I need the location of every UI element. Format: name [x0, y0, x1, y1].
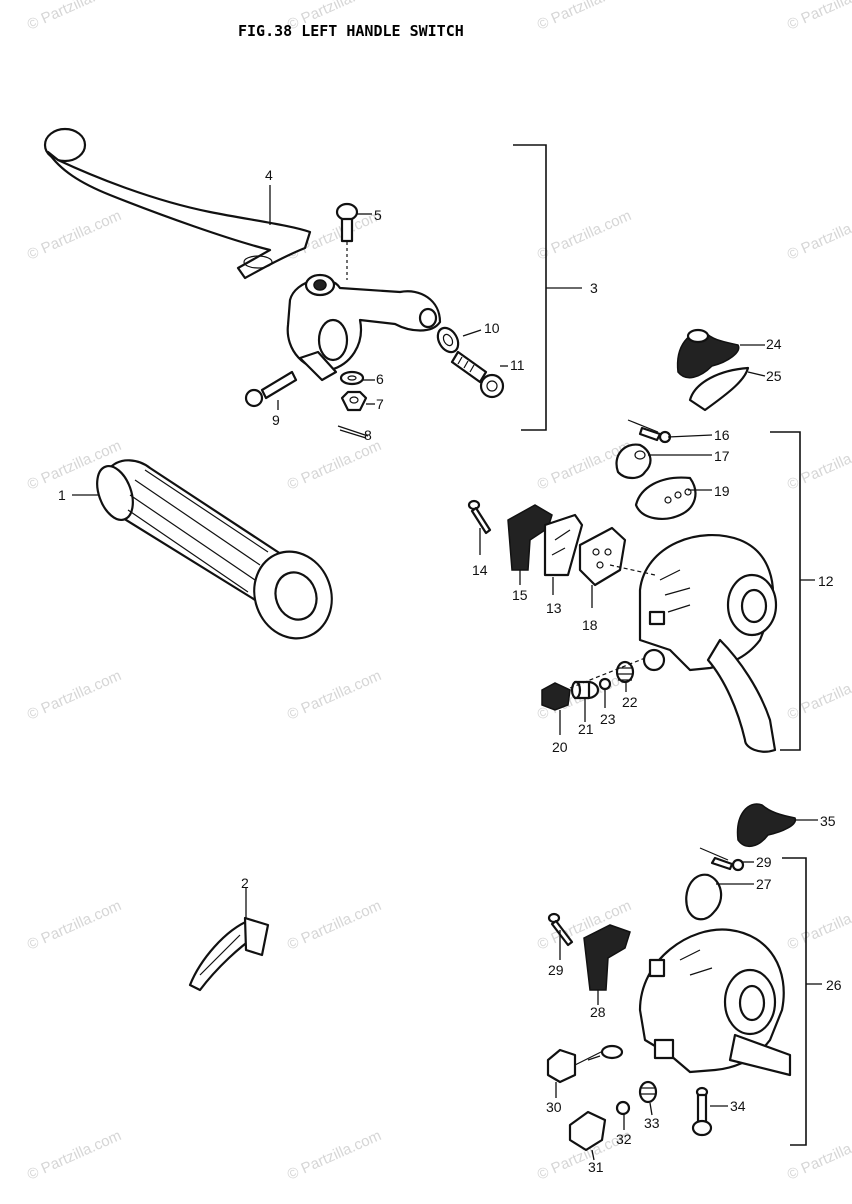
figure-title: FIG.38 LEFT HANDLE SWITCH	[238, 22, 464, 40]
part-label-34: 34	[730, 1098, 746, 1114]
watermark-text: © Partzilla.com	[25, 0, 124, 34]
switch-plate-19	[634, 476, 697, 520]
clutch-lever	[43, 127, 312, 280]
part-label-4: 4	[265, 167, 273, 183]
screw-34	[691, 1086, 713, 1137]
spring-22	[615, 660, 635, 684]
watermark-text: © Partzilla.com	[785, 437, 852, 494]
part-label-29: 29	[756, 854, 772, 870]
part-label-23: 23	[600, 711, 616, 727]
part-label-13: 13	[546, 600, 562, 616]
washer-6	[339, 370, 365, 386]
part-label-21: 21	[578, 721, 594, 737]
washer-10	[436, 326, 460, 354]
ball-23	[598, 677, 612, 691]
part-label-7: 7	[376, 396, 384, 412]
switch-30	[546, 1044, 624, 1084]
part-label-29: 29	[548, 962, 564, 978]
nut-7	[340, 390, 368, 412]
watermark-text: © Partzilla.com	[285, 437, 384, 494]
part-label-15: 15	[512, 587, 528, 603]
leader-lines	[72, 185, 818, 1161]
part-label-32: 32	[616, 1131, 632, 1147]
part-label-9: 9	[272, 412, 280, 428]
part-label-5: 5	[374, 207, 382, 223]
pivot-bolt	[335, 202, 359, 280]
part-label-12: 12	[818, 573, 834, 589]
part-label-8: 8	[364, 427, 372, 443]
bracket-assembly-26	[782, 857, 822, 1146]
part-label-3: 3	[590, 280, 598, 296]
switch-knob-24	[676, 328, 740, 379]
part-label-10: 10	[484, 320, 500, 336]
bracket-assembly-3	[513, 144, 582, 431]
adjuster-bolt	[450, 350, 505, 399]
switch-housing-26	[638, 928, 792, 1077]
part-label-26: 26	[826, 977, 842, 993]
watermark-text: © Partzilla.com	[785, 207, 852, 264]
part-number-labels: 1234567891011121314151617181920212223242…	[58, 167, 842, 1175]
cotter-pin-8	[337, 425, 369, 439]
watermark-text: © Partzilla.com	[25, 207, 124, 264]
watermark-text: © Partzilla.com	[785, 0, 852, 34]
ball-32	[615, 1100, 631, 1116]
part-label-14: 14	[472, 562, 488, 578]
part-label-2: 2	[241, 875, 249, 891]
watermark-text: © Partzilla.com	[285, 667, 384, 724]
cable-clamp	[188, 916, 270, 992]
switch-cover-25	[688, 366, 750, 412]
part-label-18: 18	[582, 617, 598, 633]
part-label-33: 33	[644, 1115, 660, 1131]
switch-lever-27	[685, 873, 723, 921]
part-label-22: 22	[622, 694, 638, 710]
part-label-31: 31	[588, 1159, 604, 1175]
clamp-bolt	[244, 370, 298, 408]
watermark-text: © Partzilla.com	[285, 1127, 384, 1184]
part-label-35: 35	[820, 813, 836, 829]
watermark-text: © Partzilla.com	[285, 897, 384, 954]
watermark-text: © Partzilla.com	[785, 897, 852, 954]
switch-button-31	[568, 1110, 607, 1152]
part-label-20: 20	[552, 739, 568, 755]
watermark-text: © Partzilla.com	[25, 897, 124, 954]
switch-button-20	[541, 682, 571, 711]
part-label-11: 11	[510, 357, 525, 373]
part-label-17: 17	[714, 448, 730, 464]
watermark-text: © Partzilla.com	[535, 207, 634, 264]
part-label-1: 1	[58, 487, 66, 503]
screw-14	[467, 499, 492, 535]
lever-holder	[286, 273, 442, 382]
watermark-text: © Partzilla.com	[25, 667, 124, 724]
part-label-30: 30	[546, 1099, 562, 1115]
switch-lever-17	[615, 443, 652, 480]
switch-cover-13	[543, 513, 584, 577]
watermark-text: © Partzilla.com	[785, 1127, 852, 1184]
switch-base-18	[578, 526, 627, 587]
bracket-assembly-12	[770, 431, 815, 751]
watermark-text: © Partzilla.com	[785, 667, 852, 724]
watermark-text: © Partzilla.com	[25, 1127, 124, 1184]
part-label-27: 27	[756, 876, 772, 892]
switch-knob-35	[736, 803, 797, 847]
handlebar-grip	[96, 459, 333, 640]
switch-knob-15	[507, 504, 553, 571]
spring-21	[570, 680, 600, 700]
watermark-text: © Partzilla.com	[535, 0, 634, 34]
part-label-19: 19	[714, 483, 730, 499]
part-label-28: 28	[590, 1004, 606, 1020]
screw-29-upper	[699, 847, 745, 872]
switch-knob-28	[583, 924, 631, 991]
part-label-25: 25	[766, 368, 782, 384]
part-label-16: 16	[714, 427, 730, 443]
spring-33	[638, 1080, 658, 1104]
screw-29-lower	[547, 912, 574, 947]
part-label-24: 24	[766, 336, 782, 352]
part-label-6: 6	[376, 371, 384, 387]
screw-16	[627, 419, 672, 444]
switch-housing-12	[609, 533, 778, 753]
